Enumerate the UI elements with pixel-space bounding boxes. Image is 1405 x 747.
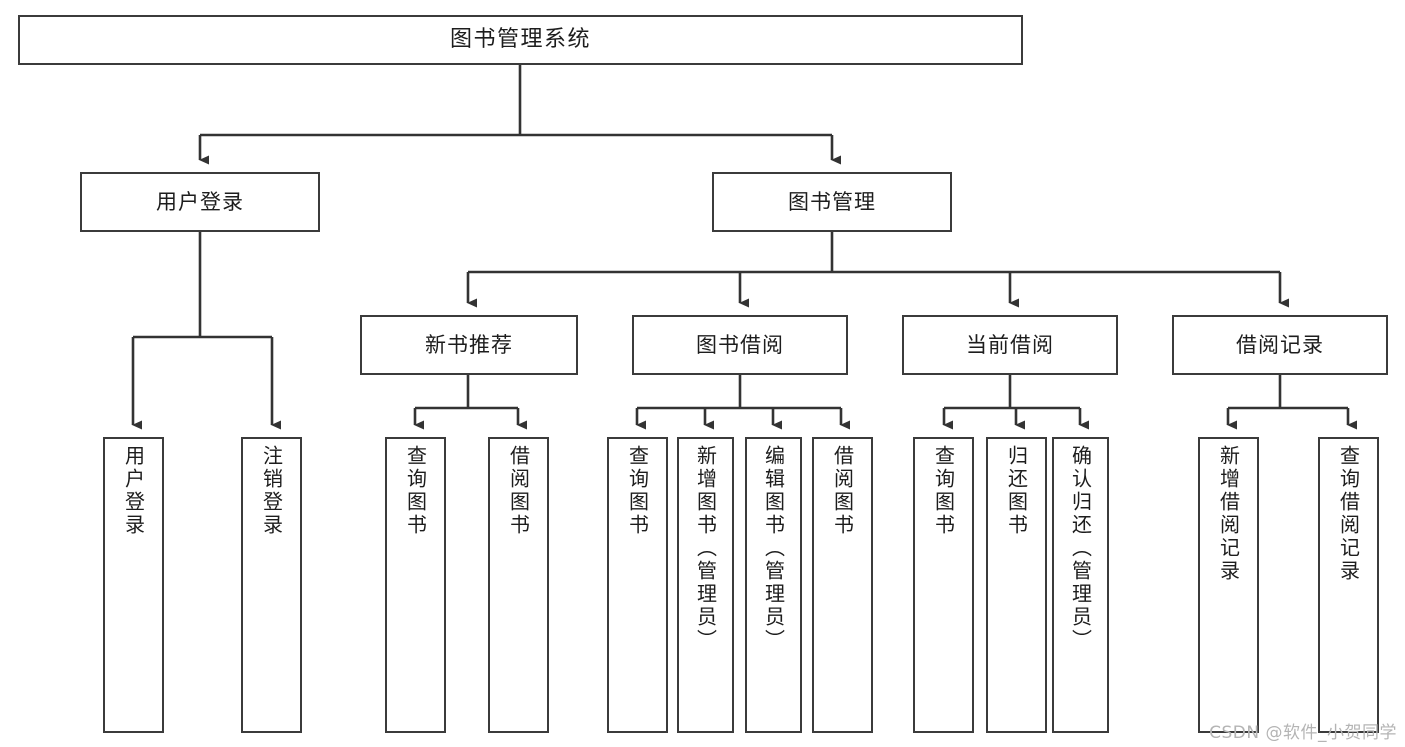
leaf-query-book-recommend[interactable]: 查询图书 [385,437,446,733]
node-label: 查询图书 [931,445,956,537]
node-new-book-recommend[interactable]: 新书推荐 [360,315,578,375]
node-label: 借阅记录 [1236,332,1324,357]
node-label: 图书借阅 [696,332,784,357]
leaf-borrow-book-recommend[interactable]: 借阅图书 [488,437,549,733]
leaf-logout-login[interactable]: 注销登录 [241,437,302,733]
node-label: 查询图书 [625,445,650,537]
leaf-query-borrow-record[interactable]: 查询借阅记录 [1318,437,1379,733]
leaf-borrow-book-borrow[interactable]: 借阅图书 [812,437,873,733]
node-label: 当前借阅 [966,332,1054,357]
node-label: 确认归还（管理员） [1068,445,1093,652]
node-label: 新增借阅记录 [1216,445,1241,583]
node-label: 用户登录 [121,445,146,537]
leaf-edit-book-admin[interactable]: 编辑图书（管理员） [745,437,802,733]
leaf-return-book[interactable]: 归还图书 [986,437,1047,733]
node-label: 编辑图书（管理员） [761,445,786,652]
node-user-login[interactable]: 用户登录 [80,172,320,232]
node-label: 新增图书（管理员） [693,445,718,652]
node-label: 用户登录 [156,189,244,214]
leaf-query-book-borrow[interactable]: 查询图书 [607,437,668,733]
node-book-borrow[interactable]: 图书借阅 [632,315,848,375]
node-label: 注销登录 [259,445,284,537]
node-label: 借阅图书 [830,445,855,537]
node-book-management[interactable]: 图书管理 [712,172,952,232]
leaf-query-book-current[interactable]: 查询图书 [913,437,974,733]
node-root-book-management-system[interactable]: 图书管理系统 [18,15,1023,65]
node-label: 借阅图书 [506,445,531,537]
node-borrow-record[interactable]: 借阅记录 [1172,315,1388,375]
leaf-add-borrow-record[interactable]: 新增借阅记录 [1198,437,1259,733]
node-label: 查询借阅记录 [1336,445,1361,583]
node-label: 图书管理系统 [449,27,591,53]
leaf-confirm-return-admin[interactable]: 确认归还（管理员） [1052,437,1109,733]
node-label: 图书管理 [788,189,876,214]
leaf-user-login[interactable]: 用户登录 [103,437,164,733]
node-label: 归还图书 [1004,445,1029,537]
node-label: 查询图书 [403,445,428,537]
node-current-borrow[interactable]: 当前借阅 [902,315,1118,375]
node-label: 新书推荐 [425,332,513,357]
leaf-add-book-admin[interactable]: 新增图书（管理员） [677,437,734,733]
